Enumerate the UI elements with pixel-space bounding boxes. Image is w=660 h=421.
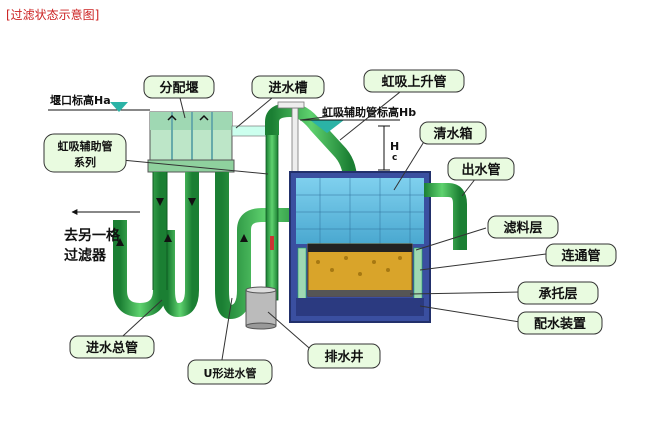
weir-level-marker xyxy=(48,102,150,112)
callout-u-inlet xyxy=(187,359,273,385)
filter-tank xyxy=(289,171,431,323)
distribution-label: 配水装置 xyxy=(534,316,586,332)
siphon-rise-pipe xyxy=(265,102,357,232)
level-triangle-icon-b xyxy=(310,120,344,133)
siphon-aux-series-label-1: 虹吸辅助管 xyxy=(58,139,113,153)
u-inlet-pipes xyxy=(113,172,310,320)
drain-well xyxy=(245,286,277,330)
callout-outlet xyxy=(447,157,515,181)
diagram-title[interactable]: [过滤状态示意图] xyxy=(6,8,100,22)
distributor-label: 分配堰 xyxy=(159,80,198,96)
callout-drain-well xyxy=(307,343,381,369)
hc-label: H xyxy=(390,140,399,153)
clear-tank-label: 清水箱 xyxy=(433,126,472,142)
outlet-pipe xyxy=(424,183,467,250)
callout-siphon-rise xyxy=(363,69,465,93)
connect-pipe-label: 连通管 xyxy=(561,248,600,264)
to-other-label-2: 过滤器 xyxy=(64,247,107,264)
to-other-label-1: 去另一格 xyxy=(64,227,121,244)
callout-support-layer xyxy=(517,281,599,305)
hc-sub-label: c xyxy=(392,153,397,163)
weir-level-label: 堰口标高Ha xyxy=(50,93,111,107)
filter-layer-label: 滤料层 xyxy=(503,220,542,236)
siphon-rise-label: 虹吸上升管 xyxy=(381,74,446,90)
callout-distribution xyxy=(517,311,603,335)
callout-filter-layer xyxy=(487,215,559,239)
distributor-weir xyxy=(147,111,235,173)
drain-well-label: 排水井 xyxy=(324,349,363,365)
callout-inlet-trough xyxy=(251,75,325,99)
outlet-label: 出水管 xyxy=(461,162,500,178)
callout-main-inlet xyxy=(69,335,155,359)
inlet-trough-label: 进水槽 xyxy=(268,80,307,96)
support-layer-label: 承托层 xyxy=(538,286,577,302)
level-triangle-icon xyxy=(110,102,128,112)
callout-boxes xyxy=(43,69,617,385)
callout-connect-pipe xyxy=(545,243,617,267)
callout-siphon-aux xyxy=(43,133,127,173)
callout-distributor xyxy=(143,75,215,99)
siphon-aux-series-label-2: 系列 xyxy=(74,155,96,169)
siphon-aux-level-label: 虹吸辅助管标高Hb xyxy=(322,105,416,119)
callout-clear-tank xyxy=(419,121,487,145)
main-inlet-label: 进水总管 xyxy=(86,340,138,356)
u-inlet-label: U形进水管 xyxy=(204,366,257,380)
